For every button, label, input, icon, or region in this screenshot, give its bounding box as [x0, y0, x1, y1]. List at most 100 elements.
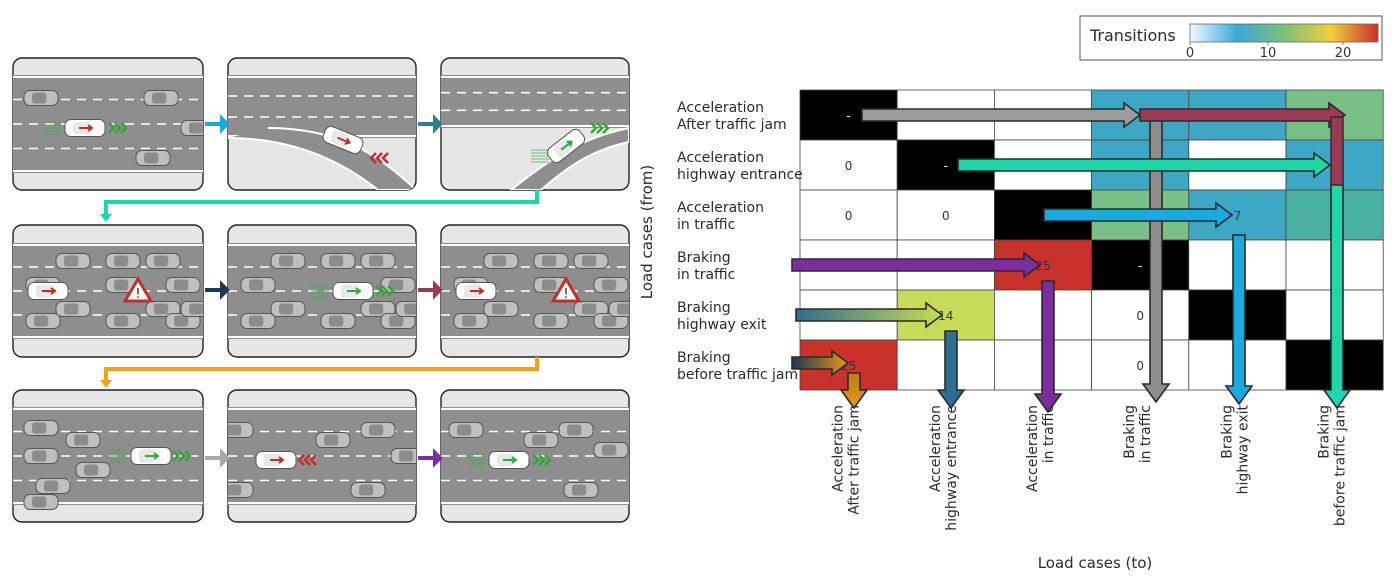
row-link-arrowhead	[100, 380, 112, 388]
forward-chevrons	[590, 122, 610, 134]
forward-chevrons	[172, 450, 192, 462]
svg-text:!: !	[563, 287, 568, 302]
road	[13, 407, 203, 510]
traffic-car	[23, 90, 59, 106]
ego-car	[455, 282, 497, 300]
ego-car	[130, 447, 172, 465]
row-label: highway exit	[677, 317, 767, 333]
traffic-car	[360, 422, 396, 438]
flow-arrow	[205, 114, 230, 134]
traffic-car	[270, 301, 306, 317]
colorbar-gradient	[1189, 23, 1379, 43]
traffic-car	[145, 253, 181, 269]
row-label: Acceleration	[677, 100, 764, 116]
y-axis-label: Load cases (from)	[638, 165, 656, 299]
column-label: in traffic	[1041, 405, 1057, 463]
flow-arrow	[205, 280, 230, 300]
column-label: Braking	[1219, 405, 1235, 459]
motion-lines	[43, 121, 61, 135]
traffic-car	[380, 313, 416, 329]
matrix-cell-value: 0	[942, 209, 950, 223]
scenario-row-1	[12, 57, 630, 191]
matrix-cell	[1091, 289, 1190, 341]
matrix-cell-value: 25	[1035, 259, 1050, 273]
motion-lines	[467, 453, 485, 467]
matrix-cell-value: -	[846, 109, 850, 123]
row-label: in traffic	[677, 217, 735, 233]
scenario-row-3	[12, 389, 630, 523]
traffic-car	[75, 462, 111, 478]
colorbar-title: Transitions	[1089, 26, 1176, 45]
traffic-car	[533, 313, 569, 329]
traffic-car	[533, 253, 569, 269]
warning-sign-icon: !	[550, 276, 582, 303]
traffic-car	[593, 277, 629, 293]
motion-lines	[109, 449, 127, 463]
forward-chevrons	[108, 122, 128, 134]
traffic-car	[483, 301, 519, 317]
traffic-car	[228, 422, 254, 438]
arrow-segment-row3	[791, 251, 1042, 279]
arrow-segment-row5	[791, 349, 850, 377]
traffic-car	[105, 253, 141, 269]
road	[13, 75, 203, 173]
column-label: Acceleration	[831, 405, 847, 492]
traffic-car	[135, 150, 171, 166]
column-label: After traffic jam	[847, 405, 863, 515]
brake-chevrons	[369, 152, 389, 164]
colorbar-tick-label: 0	[1186, 46, 1194, 61]
flow-arrow	[418, 448, 443, 468]
ego-car	[322, 125, 364, 155]
transition-arrows	[791, 101, 1352, 414]
matrix-cell-value: 14	[938, 309, 953, 323]
traffic-car	[453, 313, 489, 329]
traffic-car	[395, 301, 416, 317]
matrix-cell-value: -	[944, 159, 948, 173]
traffic-car	[320, 313, 356, 329]
traffic-car	[573, 253, 609, 269]
ego-car	[332, 282, 374, 300]
traffic-car	[165, 277, 201, 293]
matrix-cell-value: 0	[1136, 359, 1144, 373]
traffic-car	[593, 313, 629, 329]
ego-car	[255, 451, 297, 469]
traffic-car	[563, 482, 599, 498]
arrow-segment-row2	[1043, 201, 1234, 229]
road	[441, 407, 629, 505]
matrix-cell-value: 7	[1234, 209, 1242, 223]
ego-car	[27, 282, 69, 300]
row-label: Acceleration	[677, 150, 764, 166]
svg-text:!: !	[135, 287, 140, 302]
traffic-car	[180, 120, 203, 136]
matrix-cell-value: 0	[845, 209, 853, 223]
matrix-cell-value: -	[1138, 259, 1142, 273]
traffic-car	[320, 253, 356, 269]
x-axis-label: Load cases (to)	[1038, 554, 1153, 572]
traffic-car	[483, 253, 519, 269]
road	[228, 407, 416, 505]
row-label: Braking	[677, 350, 731, 366]
arrow-down-col1	[936, 330, 966, 410]
traffic-car	[448, 422, 484, 438]
matrix-cell-value: 0	[845, 159, 853, 173]
traffic-car	[240, 277, 276, 293]
arrow-down-col5	[1322, 184, 1352, 410]
column-label: before traffic jam	[1333, 405, 1349, 526]
row-link-arrow	[104, 190, 539, 216]
arrow-segment-row0	[861, 101, 1142, 129]
row-label: highway entrance	[677, 167, 803, 183]
road	[228, 75, 416, 190]
motion-lines	[311, 284, 329, 298]
traffic-car	[143, 90, 179, 106]
traffic-car	[165, 313, 201, 329]
matrix-cell	[799, 189, 898, 241]
column-label: in traffic	[1138, 405, 1154, 463]
flow-arrow	[418, 280, 443, 300]
traffic-car	[23, 420, 59, 436]
traffic-car	[228, 482, 254, 498]
forward-chevrons	[375, 285, 395, 297]
